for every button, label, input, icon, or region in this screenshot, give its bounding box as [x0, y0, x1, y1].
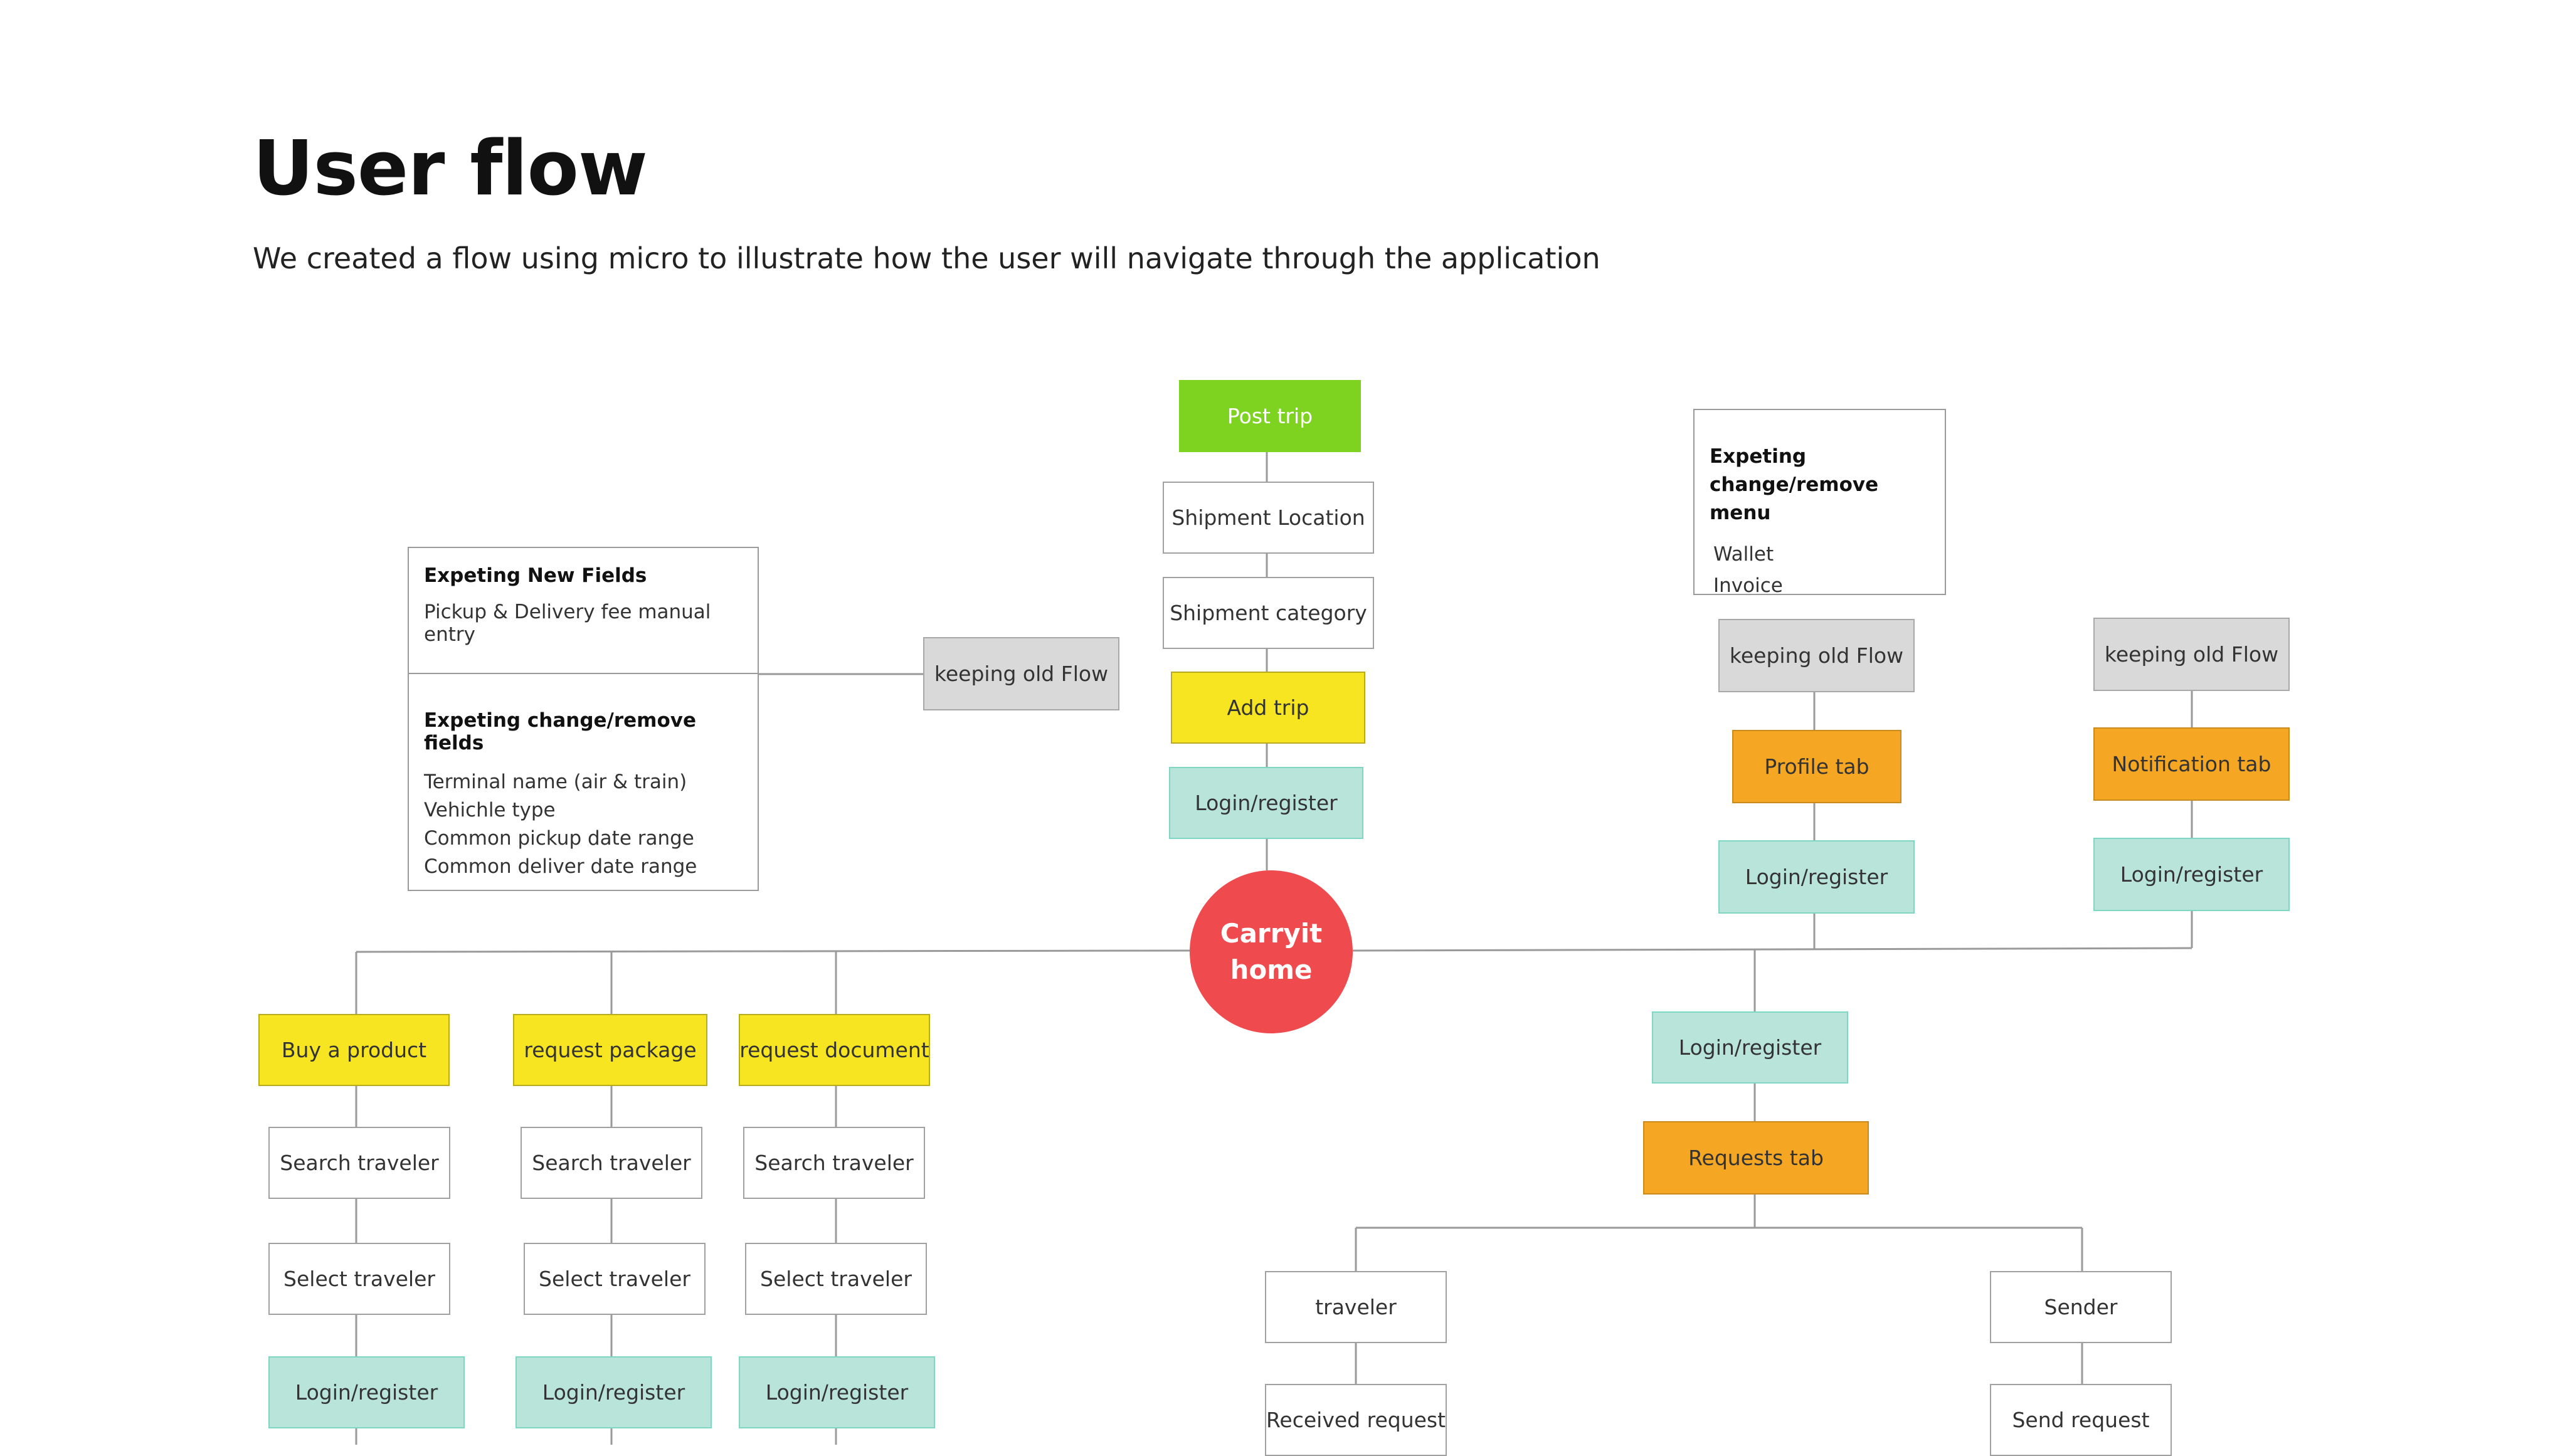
keeping-old-flow-notification[interactable]: keeping old Flow	[2093, 618, 2290, 691]
select-traveler-node[interactable]: Select traveler	[524, 1243, 706, 1315]
change-fields-item: Vehichle type	[424, 799, 556, 821]
requests-login-register-node[interactable]: Login/register	[1652, 1011, 1848, 1084]
page-subtitle: We created a flow using micro to illustr…	[253, 241, 1600, 275]
received-request-node[interactable]: Received request	[1265, 1384, 1447, 1456]
send-request-node[interactable]: Send request	[1990, 1384, 2172, 1456]
change-fields-item: Common deliver date range	[424, 855, 697, 878]
notification-tab-node[interactable]: Notification tab	[2093, 727, 2290, 801]
buy-product-node[interactable]: Buy a product	[258, 1014, 450, 1086]
request-document-node[interactable]: request document	[739, 1014, 930, 1086]
login-register-node[interactable]: Login/register	[516, 1356, 712, 1428]
select-traveler-node[interactable]: Select traveler	[268, 1243, 450, 1315]
change-fields-note: Expeting change/remove fields Terminal n…	[408, 673, 759, 891]
profile-login-register-node[interactable]: Login/register	[1718, 840, 1915, 914]
search-traveler-node[interactable]: Search traveler	[743, 1127, 925, 1199]
trip-login-register-node[interactable]: Login/register	[1169, 767, 1363, 839]
change-fields-item: Terminal name (air & train)	[424, 771, 687, 793]
search-traveler-node[interactable]: Search traveler	[268, 1127, 450, 1199]
post-trip-node[interactable]: Post trip	[1179, 380, 1361, 452]
new-fields-item: Pickup & Delivery fee manual entry	[424, 601, 711, 646]
sender-node[interactable]: Sender	[1990, 1271, 2172, 1343]
menu-note-item: Wallet	[1713, 543, 1774, 566]
notification-login-register-node[interactable]: Login/register	[2093, 838, 2290, 911]
new-fields-title: Expeting New Fields	[424, 564, 647, 587]
request-package-node[interactable]: request package	[513, 1014, 707, 1086]
change-fields-title: Expeting change/remove fields	[424, 709, 696, 754]
shipment-location-node[interactable]: Shipment Location	[1163, 482, 1374, 554]
new-fields-note: Expeting New Fields Pickup & Delivery fe…	[408, 547, 759, 674]
profile-tab-node[interactable]: Profile tab	[1732, 730, 1901, 803]
keeping-old-flow-trip[interactable]: keeping old Flow	[923, 637, 1119, 710]
menu-note-item: Invoice	[1713, 574, 1783, 597]
search-traveler-node[interactable]: Search traveler	[521, 1127, 702, 1199]
hub-label-line2: home	[1230, 954, 1313, 985]
menu-note-title: Expeting	[1710, 445, 1807, 468]
login-register-node[interactable]: Login/register	[739, 1356, 935, 1428]
change-fields-item: Common pickup date range	[424, 827, 694, 850]
select-traveler-node[interactable]: Select traveler	[745, 1243, 927, 1315]
traveler-node[interactable]: traveler	[1265, 1271, 1447, 1343]
hub-label-line1: Carryit	[1220, 918, 1323, 949]
menu-note-title: change/remove menu	[1710, 473, 1879, 524]
login-register-node[interactable]: Login/register	[268, 1356, 465, 1428]
page-title: User flow	[253, 125, 648, 213]
add-trip-node[interactable]: Add trip	[1171, 672, 1365, 744]
shipment-category-node[interactable]: Shipment category	[1163, 577, 1374, 649]
keeping-old-flow-profile[interactable]: keeping old Flow	[1718, 619, 1915, 692]
carryit-home-hub[interactable]: Carryit home	[1190, 870, 1353, 1033]
requests-tab-node[interactable]: Requests tab	[1643, 1121, 1869, 1195]
menu-change-note: Expeting change/remove menu Wallet Invoi…	[1693, 409, 1946, 597]
